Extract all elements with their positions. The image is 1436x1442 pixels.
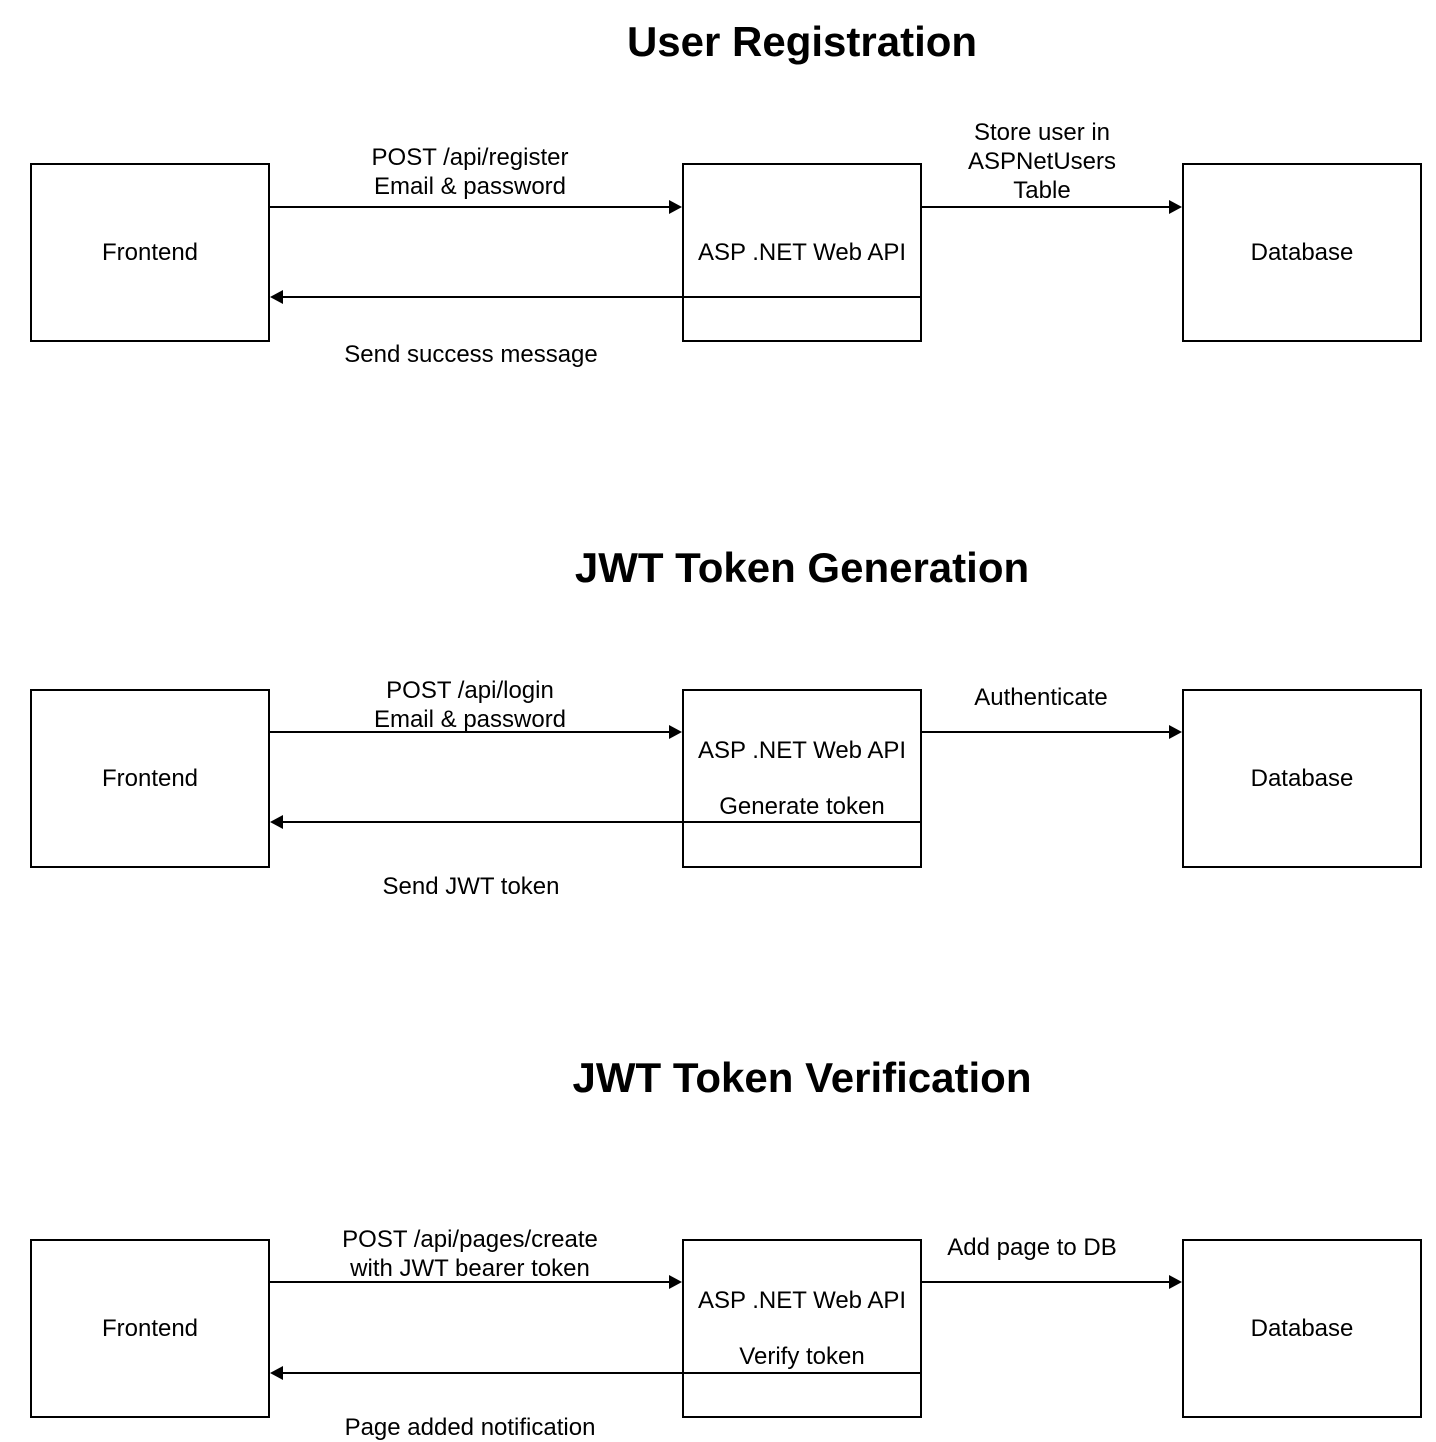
frontend-node: Frontend: [30, 1239, 270, 1418]
section-title-jwt-token-generation: JWT Token Generation: [574, 544, 1030, 591]
frontend-label: Frontend: [101, 1315, 199, 1342]
api-to-db-arrow: [922, 731, 1169, 733]
api-node: ASP .NET Web API: [682, 163, 922, 342]
response-arrow-label: Send success message: [344, 341, 598, 368]
request-arrow-label: POST /api/pages/create with JWT bearer t…: [342, 1226, 598, 1282]
api-action-label: Verify token: [739, 1343, 865, 1370]
api-node: ASP .NET Web API Verify token: [682, 1239, 922, 1418]
database-node: Database: [1182, 1239, 1422, 1418]
response-arrow: [283, 1372, 922, 1374]
request-arrow: [270, 206, 669, 208]
api-to-db-arrow: [922, 1281, 1169, 1283]
frontend-node: Frontend: [30, 163, 270, 342]
api-node: ASP .NET Web API Generate token: [682, 689, 922, 868]
response-arrow-label: Send JWT token: [382, 873, 560, 900]
request-arrow-label: POST /api/register Email & password: [371, 144, 569, 200]
frontend-label: Frontend: [101, 765, 199, 792]
database-node: Database: [1182, 163, 1422, 342]
section-title-jwt-token-verification: JWT Token Verification: [572, 1054, 1032, 1101]
response-arrow-label: Page added notification: [344, 1414, 596, 1441]
response-arrow: [283, 296, 922, 298]
api-to-db-arrow: [922, 206, 1169, 208]
api-label: ASP .NET Web API: [697, 737, 907, 764]
frontend-node: Frontend: [30, 689, 270, 868]
frontend-label: Frontend: [101, 239, 199, 266]
section-title-user-registration: User Registration: [626, 18, 978, 65]
request-arrow-label: POST /api/login Email & password: [373, 677, 567, 733]
api-to-db-arrow-label: Add page to DB: [947, 1234, 1117, 1261]
request-arrow: [270, 731, 669, 733]
api-label: ASP .NET Web API: [697, 1287, 907, 1314]
database-label: Database: [1250, 1315, 1354, 1342]
response-arrow: [283, 821, 922, 823]
database-label: Database: [1250, 765, 1354, 792]
api-to-db-arrow-label: Store user in ASPNetUsers Table: [967, 119, 1117, 204]
request-arrow: [270, 1281, 669, 1283]
database-label: Database: [1250, 239, 1354, 266]
api-label: ASP .NET Web API: [697, 239, 907, 266]
api-to-db-arrow-label: Authenticate: [974, 684, 1108, 711]
api-action-label: Generate token: [719, 793, 885, 820]
database-node: Database: [1182, 689, 1422, 868]
